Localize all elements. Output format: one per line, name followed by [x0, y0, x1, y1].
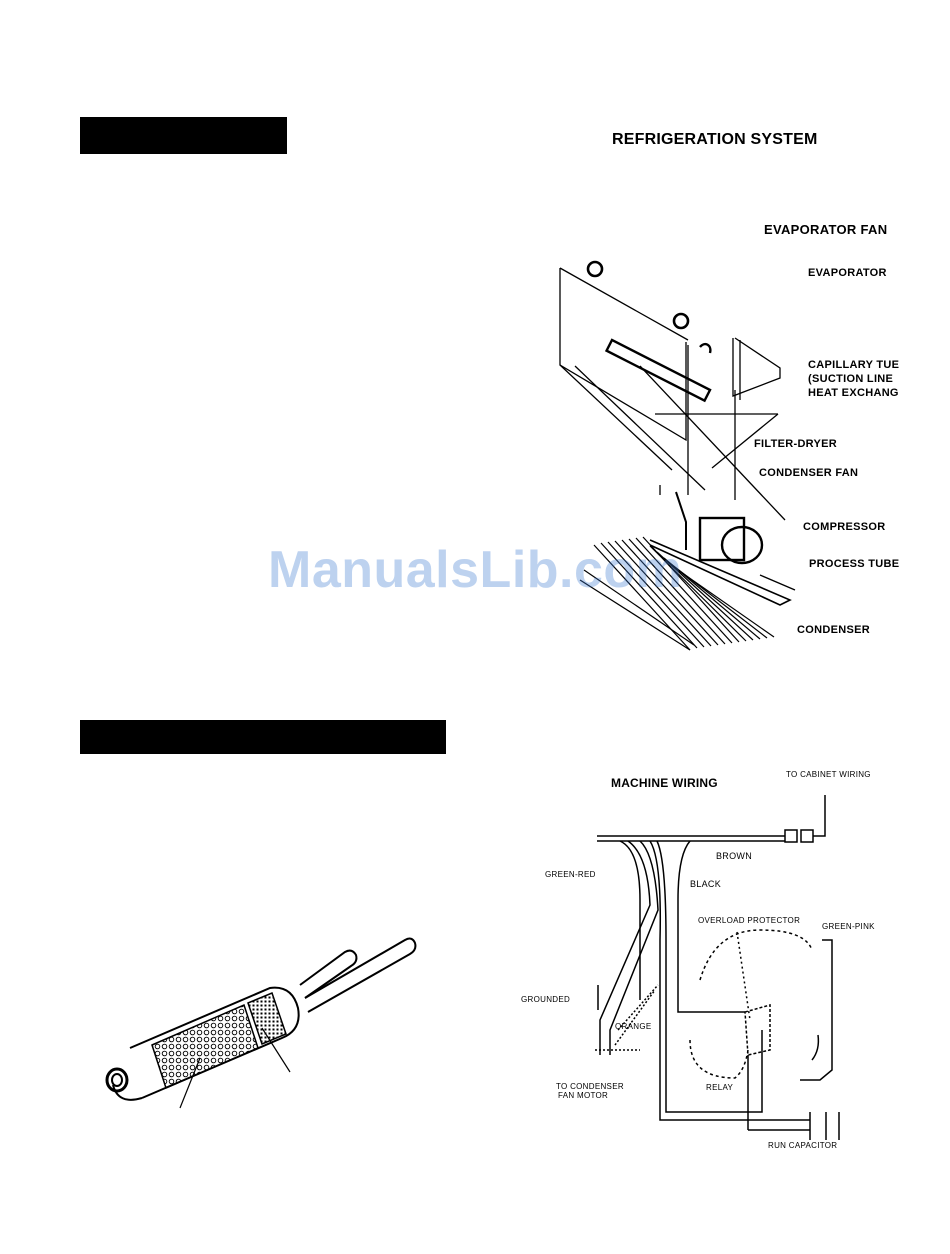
- label-overload-protector: OVERLOAD PROTECTOR: [698, 916, 801, 925]
- label-black: BLACK: [690, 879, 722, 889]
- label-compressor: COMPRESSOR: [803, 521, 886, 533]
- label-relay: RELAY: [706, 1083, 734, 1092]
- machine-wiring-title: MACHINE WIRING: [611, 776, 718, 790]
- refrigeration-system-title: REFRIGERATION SYSTEM: [612, 131, 818, 148]
- label-suction-line: (SUCTION LINE: [808, 373, 894, 385]
- label-filter-dryer: FILTER-DRYER: [754, 438, 838, 450]
- label-capillary-tube: CAPILLARY TUE: [808, 359, 900, 371]
- label-brown: BROWN: [716, 851, 752, 861]
- section-header-bar-middle: [80, 720, 446, 754]
- watermark: ManualsLib.com: [268, 541, 683, 599]
- label-evaporator-fan: EVAPORATOR FAN: [764, 222, 888, 237]
- label-condenser-fan: CONDENSER FAN: [759, 467, 859, 479]
- label-to-cabinet-wiring: TO CABINET WIRING: [786, 770, 871, 779]
- label-green-pink: GREEN-PINK: [822, 922, 875, 931]
- label-evaporator: EVAPORATOR: [808, 267, 887, 279]
- section-header-bar-top: [80, 117, 287, 154]
- label-heat-exchanger: HEAT EXCHANG: [808, 387, 899, 399]
- label-condenser: CONDENSER: [797, 624, 870, 636]
- label-run-capacitor: RUN CAPACITOR: [768, 1141, 838, 1150]
- label-grounded: GROUNDED: [521, 995, 571, 1004]
- label-fan-motor: FAN MOTOR: [558, 1091, 609, 1100]
- label-to-condenser: TO CONDENSER: [556, 1082, 624, 1091]
- label-orange: ORANGE: [615, 1022, 652, 1031]
- label-process-tube: PROCESS TUBE: [809, 558, 900, 570]
- label-green-red: GREEN-RED: [545, 870, 596, 879]
